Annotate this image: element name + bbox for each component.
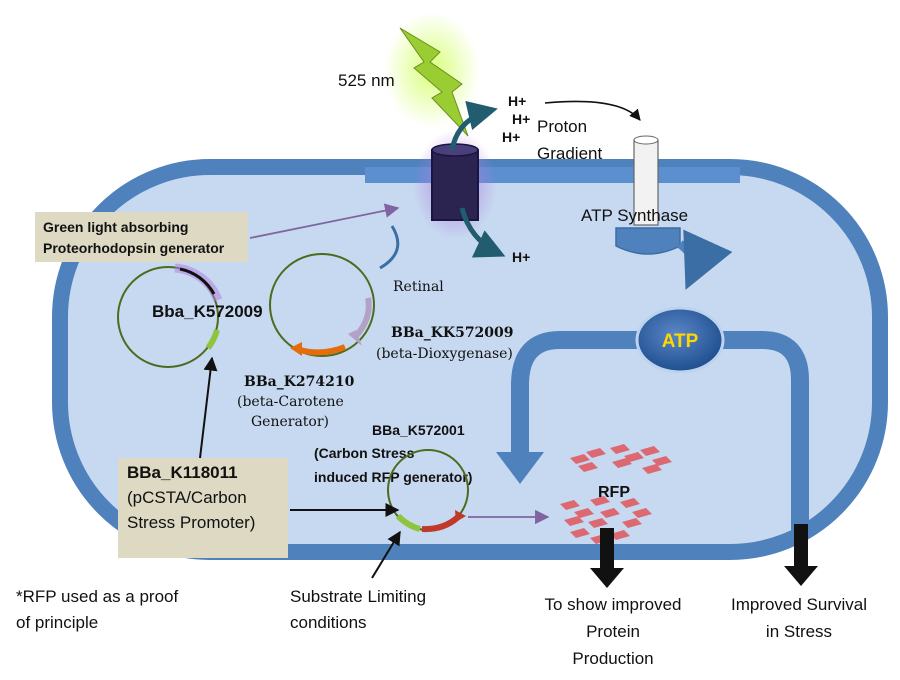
atp-synthase-label: ATP Synthase [581,206,688,225]
promoter-box [118,458,288,558]
bba-k572009-label: Bba_K572009 [152,302,263,321]
carotene-arrowhead [290,342,302,356]
proton-in-arrow [459,207,506,258]
carotene-gene [299,344,347,356]
retinal-label: Retinal [393,279,444,295]
survival-line2: in Stress [766,622,832,641]
synthase-to-atp-arrow [677,229,733,290]
atp-oval-icon [635,306,725,374]
k572001-red-segment [421,514,461,533]
atp-right-pathway [722,331,809,530]
k572001-line2: (Carbon Stress [314,445,415,461]
substrate-line1: Substrate Limiting [290,587,426,606]
green-box-line1: Green light absorbing [43,219,188,235]
proton-gradient-line1: Proton [537,117,587,136]
proton-out-arrow [449,100,498,151]
plasmid-bba-k572009 [117,266,219,368]
green-light-box [35,212,248,262]
atp-left-pathway [511,331,640,455]
k572001-green-segment [395,513,421,532]
atp-left-arrowhead [496,452,544,484]
dioxygenase-arrowhead [348,330,362,346]
k274210-line2: (beta-Carotene [237,394,344,410]
k118011-line1: BBa_K118011 [127,463,238,482]
atp-synthase-head [615,227,681,255]
atp-label: ATP [662,331,699,352]
proteorhodopsin-channel [431,149,479,221]
plasmid-kk572009 [269,253,375,357]
wavelength-label: 525 nm [338,71,395,90]
rfp-protein-icon [560,444,672,544]
protein-line2: Protein [586,622,640,641]
protein-line1: To show improved [544,595,681,614]
survival-down-arrow-head [784,566,818,586]
h-plus-label-1: H+ [508,93,526,109]
plasmid-black-segment [179,267,216,295]
retinal-arrow [379,225,400,270]
survival-line1: Improved Survival [731,595,867,614]
h-plus-label-2: H+ [512,111,530,127]
promoter-to-plasmid-arrow [199,356,218,459]
protein-line3: Production [572,649,653,668]
dioxygenase-gene [353,297,372,338]
protein-down-arrow-shaft [600,528,614,570]
kk572009-line1: BBa_KK572009 [391,325,514,341]
k118011-line2: (pCSTA/Carbon [127,488,247,507]
h-plus-label-4: H+ [512,249,530,265]
rfp-label: RFP [598,484,630,501]
rfp-note-line2: of principle [16,613,98,632]
k572001-line3: induced RFP generator) [314,469,472,485]
box-to-channel-arrow [249,203,400,239]
atp-synthase-stalk-top [633,135,659,145]
substrate-line2: conditions [290,613,367,632]
kk572009-line2: (beta-Dioxygenase) [376,346,513,362]
k274210-line3: Generator) [251,414,329,430]
green-box-line2: Proteorhodopsin generator [43,240,225,256]
survival-down-arrow-shaft [794,524,808,568]
k572001-line1: BBa_K572001 [372,422,465,438]
k118011-line3: Stress Promoter) [127,513,255,532]
gradient-arrow [544,100,641,121]
proton-gradient-line2: Gradient [537,144,602,163]
h-plus-label-3: H+ [502,129,520,145]
rfp-protein-cluster [560,444,672,544]
plasmid-green-segment [205,329,220,350]
substrate-arrow [371,530,401,579]
k274210-line1: BBa_K274210 [244,374,355,390]
protein-down-arrow-head [590,568,624,588]
k572001-red-arrowhead [455,510,466,522]
rfp-note-line1: *RFP used as a proof [16,587,178,606]
atp-synthase-stalk [633,139,659,226]
